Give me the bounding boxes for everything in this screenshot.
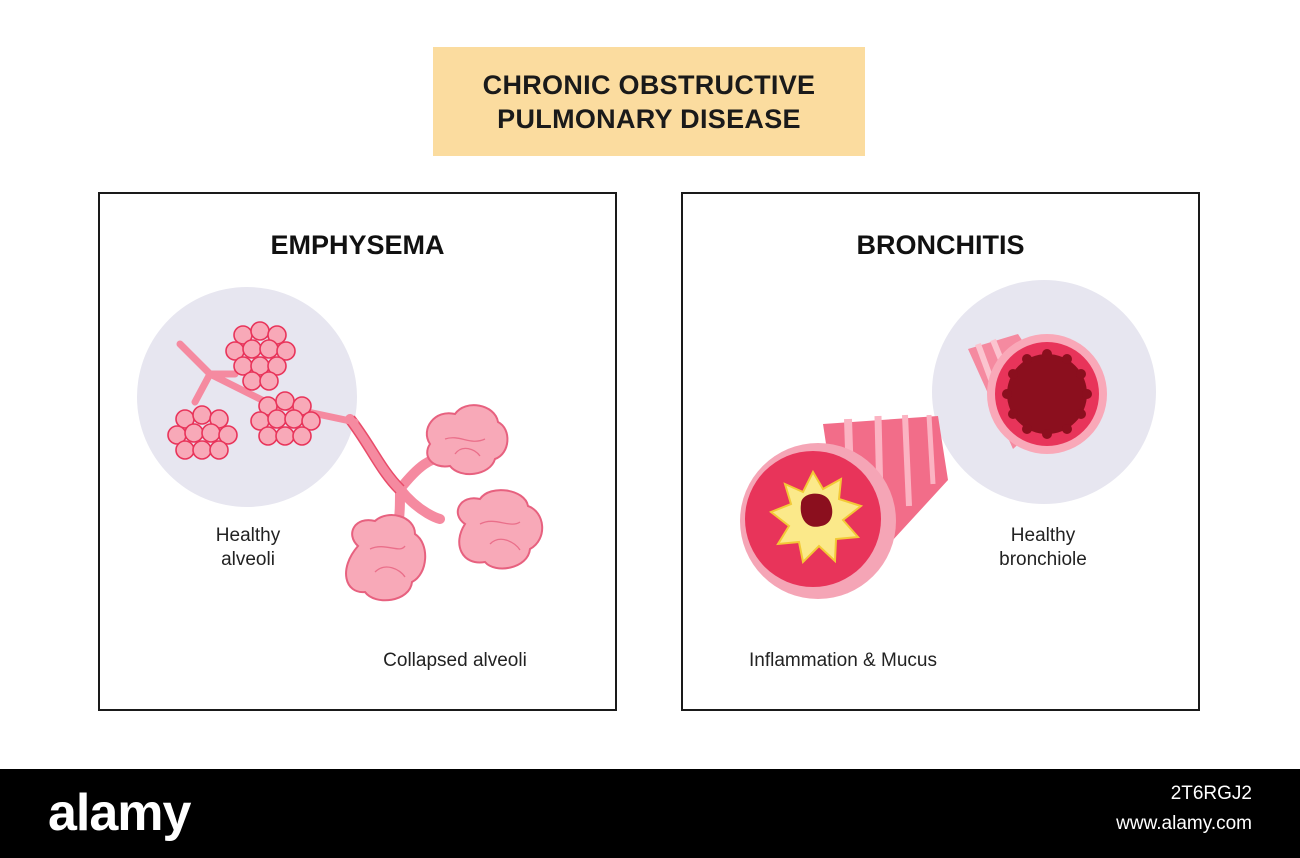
- emphysema-title: EMPHYSEMA: [270, 230, 445, 260]
- inflammation-mucus-label: Inflammation & Mucus: [749, 650, 937, 671]
- emphysema-panel: EMPHYSEMA: [98, 192, 617, 711]
- healthy-bronchiole-label-line2: bronchiole: [999, 549, 1087, 570]
- collapsed-alveoli-clusters: [345, 404, 544, 602]
- healthy-alveoli-zoom-circle: [137, 287, 357, 507]
- watermark-footer: alamy 2T6RGJ2 www.alamy.com: [0, 769, 1300, 858]
- healthy-alveoli-label-line1: Healthy: [215, 525, 281, 546]
- brand-logo: alamy: [48, 784, 191, 842]
- healthy-alveoli-label-line2: alveoli: [221, 549, 275, 570]
- inflamed-bronchus-cross-section: [740, 443, 896, 599]
- healthy-bronchiole: [968, 334, 1107, 454]
- title-line-1: CHRONIC OBSTRUCTIVE: [482, 69, 816, 100]
- collapsed-alveoli-label: Collapsed alveoli: [383, 650, 527, 671]
- emphysema-illustration: [137, 287, 544, 602]
- collapsed-bronchiole-tree: [345, 414, 450, 534]
- bronchitis-title: BRONCHITIS: [856, 230, 1025, 260]
- title-banner: CHRONIC OBSTRUCTIVE PULMONARY DISEASE: [433, 47, 865, 156]
- title-line-2: PULMONARY DISEASE: [497, 103, 801, 134]
- healthy-bronchiole-label-line1: Healthy: [1010, 525, 1076, 546]
- bronchitis-panel: BRONCHITIS: [681, 192, 1200, 711]
- image-id: 2T6RGJ2: [1170, 783, 1252, 804]
- healthy-alveoli-label: Healthy alveoli: [188, 524, 308, 572]
- site-url: www.alamy.com: [1116, 813, 1252, 834]
- healthy-alveoli-clusters: [167, 321, 321, 460]
- healthy-bronchiole-label: Healthy bronchiole: [978, 524, 1108, 572]
- bronchitis-illustration: [740, 280, 1156, 599]
- narrowed-lumen: [800, 493, 833, 527]
